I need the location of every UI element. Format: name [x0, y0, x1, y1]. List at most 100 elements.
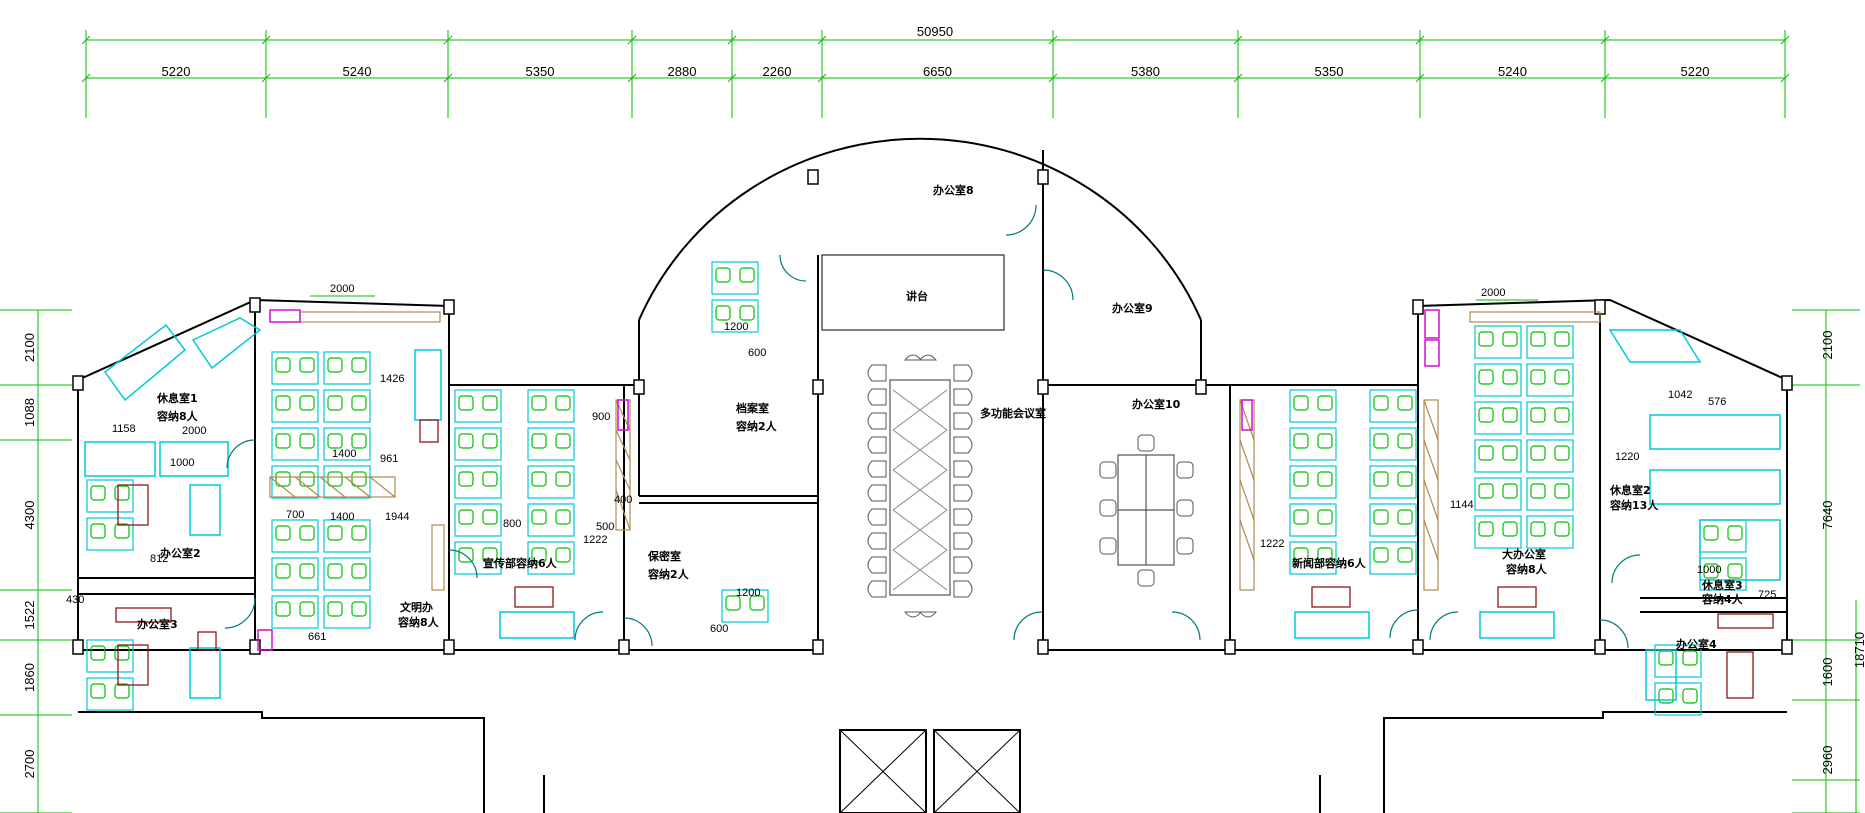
chair-icon	[458, 509, 474, 525]
chair-icon	[275, 601, 291, 617]
chair-icon	[1727, 525, 1743, 541]
chair-icon	[1317, 395, 1333, 411]
workstation-desk	[1474, 363, 1522, 397]
desks	[115, 419, 1774, 699]
workstation-desk	[527, 503, 575, 537]
chair-icon	[327, 395, 343, 411]
chair-icon	[1554, 331, 1570, 347]
chair-icon	[114, 523, 130, 539]
chair-icon	[482, 433, 498, 449]
door-swings	[224, 204, 1641, 649]
top-dim-segment: 5350	[1315, 64, 1344, 79]
chair-icon	[1373, 471, 1389, 487]
workstation-desk	[1526, 363, 1574, 397]
room-labels: 办公室8 讲台 办公室9 多功能会议室 档案室 容纳2人 保密室 容纳2人 办公…	[137, 183, 1744, 651]
dim-812: 812	[150, 553, 168, 565]
workstation-desk	[1474, 325, 1522, 359]
workstation-desk	[1369, 465, 1417, 499]
chair-icon	[458, 433, 474, 449]
chair-icon	[867, 436, 887, 454]
workstation-desk	[1369, 503, 1417, 537]
conference-chairs	[867, 354, 973, 618]
chair-icon	[1478, 331, 1494, 347]
chair-icon	[1317, 547, 1333, 563]
chair-icon	[275, 357, 291, 373]
dim-1400a: 1400	[332, 448, 356, 460]
chair-icon	[1478, 407, 1494, 423]
workstation-desk	[86, 479, 134, 513]
workstation-desk	[454, 465, 502, 499]
structural-columns	[72, 169, 1793, 655]
chair-icon	[725, 595, 741, 611]
label-big-office: 大办公室	[1502, 547, 1546, 561]
dim-1222a: 1222	[583, 534, 607, 546]
chair-icon	[1397, 471, 1413, 487]
chair-icon	[953, 364, 973, 382]
chair-icon	[299, 433, 315, 449]
chair-icon	[1554, 369, 1570, 385]
chair-icon	[715, 305, 731, 321]
dim-500: 500	[596, 521, 614, 533]
chair-icon	[1137, 434, 1155, 452]
chair-icon	[1176, 499, 1194, 517]
chair-icon	[351, 601, 367, 617]
top-dim-segment: 2880	[668, 64, 697, 79]
dim-1000a: 1000	[170, 457, 194, 469]
label-civil-office: 文明办	[400, 600, 433, 614]
chair-icon	[1502, 483, 1518, 499]
chair-icon	[1682, 650, 1698, 666]
chair-icon	[1099, 499, 1117, 517]
top-dim-segment: 5240	[1498, 64, 1527, 79]
workstation-desk	[527, 427, 575, 461]
chair-icon	[275, 563, 291, 579]
conference-table	[889, 379, 951, 596]
chair-icon	[299, 525, 315, 541]
workstation-desk	[1289, 503, 1337, 537]
chair-icon	[1293, 509, 1309, 525]
workstation-desk	[271, 389, 319, 423]
workstation-desk	[1289, 465, 1337, 499]
label-podium: 讲台	[906, 289, 928, 303]
chair-icon	[1530, 483, 1546, 499]
chair-icon	[1478, 483, 1494, 499]
label-rest1: 休息室1	[156, 391, 198, 405]
chair-icon	[1554, 521, 1570, 537]
chair-icon	[555, 547, 571, 563]
chair-icon	[555, 395, 571, 411]
chair-icon	[482, 471, 498, 487]
chair-icon	[531, 509, 547, 525]
chair-icon	[482, 547, 498, 563]
label-rest1-cap: 容纳8人	[156, 409, 199, 423]
top-dim-segment: 5220	[1681, 64, 1710, 79]
chair-icon	[1373, 433, 1389, 449]
workstation-desk	[1526, 477, 1574, 511]
chair-icon	[299, 357, 315, 373]
dim-961: 961	[380, 453, 398, 465]
dim-2000-right: 2000	[1481, 287, 1505, 299]
chair-icon	[531, 547, 547, 563]
chair-icon	[327, 357, 343, 373]
office10-chairs	[1099, 434, 1194, 587]
workstation-desk	[454, 389, 502, 423]
workstation-desk	[1474, 515, 1522, 549]
chair-icon	[327, 525, 343, 541]
top-dim-segment: 5380	[1131, 64, 1160, 79]
workstation-desk	[454, 427, 502, 461]
label-confidential: 保密室	[647, 549, 681, 563]
chair-icon	[715, 267, 731, 283]
chair-icon	[1397, 433, 1413, 449]
dim-1042: 1042	[1668, 389, 1692, 401]
chair-icon	[531, 395, 547, 411]
workstation-desk	[1369, 427, 1417, 461]
chair-icon	[458, 547, 474, 563]
chair-icon	[90, 523, 106, 539]
chair-icon	[1703, 525, 1719, 541]
dim-661: 661	[308, 631, 326, 643]
chair-icon	[1478, 445, 1494, 461]
workstation-desk	[454, 541, 502, 575]
chair-icon	[1373, 547, 1389, 563]
chair-icon	[1397, 547, 1413, 563]
chair-icon	[327, 601, 343, 617]
label-big-office-cap: 容纳8人	[1505, 562, 1548, 576]
